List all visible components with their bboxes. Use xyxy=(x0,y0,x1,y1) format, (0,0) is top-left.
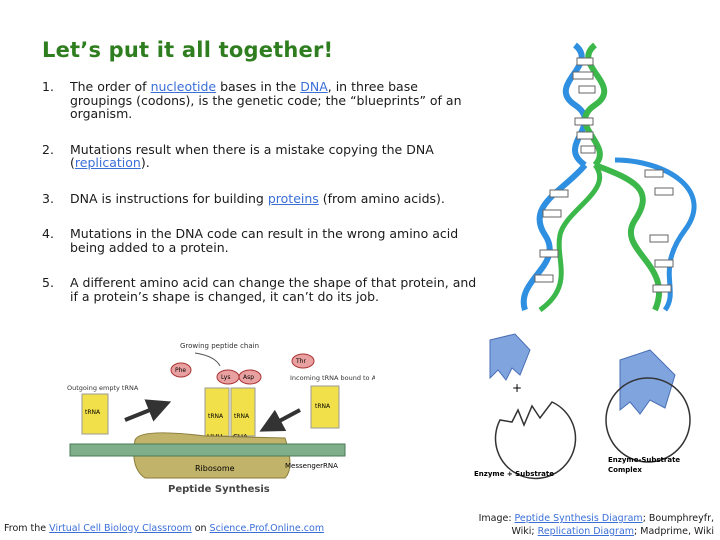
amino-acid-asp: Asp xyxy=(243,374,254,381)
trna-outgoing: tRNA xyxy=(81,393,109,435)
plus-sign: + xyxy=(512,381,522,395)
trna-right-bound: tRNA xyxy=(230,387,256,437)
svg-text:tRNA: tRNA xyxy=(208,413,224,420)
list-item: 4. Mutations in the DNA code can result i… xyxy=(42,227,482,254)
term-link[interactable]: DNA xyxy=(300,79,328,94)
science-prof-online-link[interactable]: Science.Prof.Online.com xyxy=(209,523,325,534)
peptide-synthesis-caption: Peptide Synthesis xyxy=(168,484,270,495)
peptide-synthesis-diagram-link[interactable]: Peptide Synthesis Diagram xyxy=(514,513,643,524)
numbered-list: 1. The order of nucleotide bases in the D… xyxy=(42,80,482,303)
complex-label-line1: Enzyme-Substrate xyxy=(608,456,680,464)
list-item-text: , in three base groupings (codons), is t… xyxy=(70,79,462,121)
source-credit: From the Virtual Cell Biology Classroom … xyxy=(4,523,325,534)
dna-replication-figure xyxy=(520,42,697,312)
growing-chain-label: Growing peptide chain xyxy=(180,342,259,350)
svg-text:tRNA: tRNA xyxy=(234,413,250,420)
messenger-rna-label: MessengerRNA xyxy=(285,462,338,470)
amino-acid-lys: Lys xyxy=(221,374,230,381)
amino-acid-thr: Thr xyxy=(295,358,306,365)
trna-incoming: tRNA xyxy=(310,385,340,429)
amino-acid-chain: Phe Lys Asp Thr xyxy=(170,353,315,385)
enzyme-substrate-complex xyxy=(605,349,691,463)
list-item-text: Mutations in the DNA code can result in … xyxy=(70,226,459,255)
list-item-text: A different amino acid can change the sh… xyxy=(70,275,477,304)
term-link[interactable]: replication xyxy=(74,155,141,170)
list-item-number: 5. xyxy=(42,275,54,290)
amino-acid-phe: Phe xyxy=(175,367,186,374)
list-item-text: (from amino acids). xyxy=(318,190,445,206)
list-item-text: ). xyxy=(140,155,150,170)
enzyme-plus-substrate-label: Enzyme + Substrate xyxy=(474,470,554,478)
term-link[interactable]: proteins xyxy=(267,190,319,206)
ribosome-body: Ribosome MessengerRNA xyxy=(69,432,346,479)
list-item-number: 3. xyxy=(42,190,54,206)
replication-diagram-link[interactable]: Replication Diagram xyxy=(537,526,635,537)
trna-left-bound: tRNA xyxy=(204,387,230,437)
list-item: 3. DNA is instructions for building prote… xyxy=(42,190,482,206)
enzyme-shape xyxy=(494,401,577,480)
image-credit: Image: Peptide Synthesis Diagram; Boumph… xyxy=(478,513,714,537)
substrate-shape xyxy=(489,333,531,381)
list-item: 1. The order of nucleotide bases in the D… xyxy=(42,80,482,121)
term-link[interactable]: nucleotide xyxy=(150,79,217,94)
list-item-number: 1. xyxy=(42,79,54,94)
slide-title: Let’s put it all together! xyxy=(42,38,334,62)
list-item-text: The order of xyxy=(70,79,151,94)
complex-label-line2: Complex xyxy=(608,466,642,474)
list-item-text: Mutations result when there is a mistake… xyxy=(70,141,434,170)
svg-text:tRNA: tRNA xyxy=(85,409,101,416)
peptide-synthesis-figure: Growing peptide chain Phe Lys Asp Thr Ou… xyxy=(67,342,375,495)
incoming-trna-label: Incoming tRNA bound to Amino Acid xyxy=(290,374,375,382)
outgoing-trna-label: Outgoing empty tRNA xyxy=(67,384,139,392)
list-item-number: 4. xyxy=(42,226,54,241)
list-item: 5. A different amino acid can change the … xyxy=(42,276,482,303)
list-item-text: DNA is instructions for building xyxy=(70,190,268,206)
list-item-text: bases in the xyxy=(216,79,301,94)
dna-upper-helix xyxy=(562,42,608,168)
ribosome-label: Ribosome xyxy=(195,464,235,473)
svg-text:tRNA: tRNA xyxy=(315,403,331,410)
dna-right-strand xyxy=(593,157,697,312)
list-item-number: 2. xyxy=(42,141,54,157)
list-item: 2. Mutations result when there is a mista… xyxy=(42,141,482,170)
virtual-cell-biology-link[interactable]: Virtual Cell Biology Classroom xyxy=(49,523,192,534)
dna-left-strand xyxy=(520,163,603,312)
enzyme-substrate-figure: + Enzyme + Substrate Enzyme-Substrate Co… xyxy=(474,333,691,480)
